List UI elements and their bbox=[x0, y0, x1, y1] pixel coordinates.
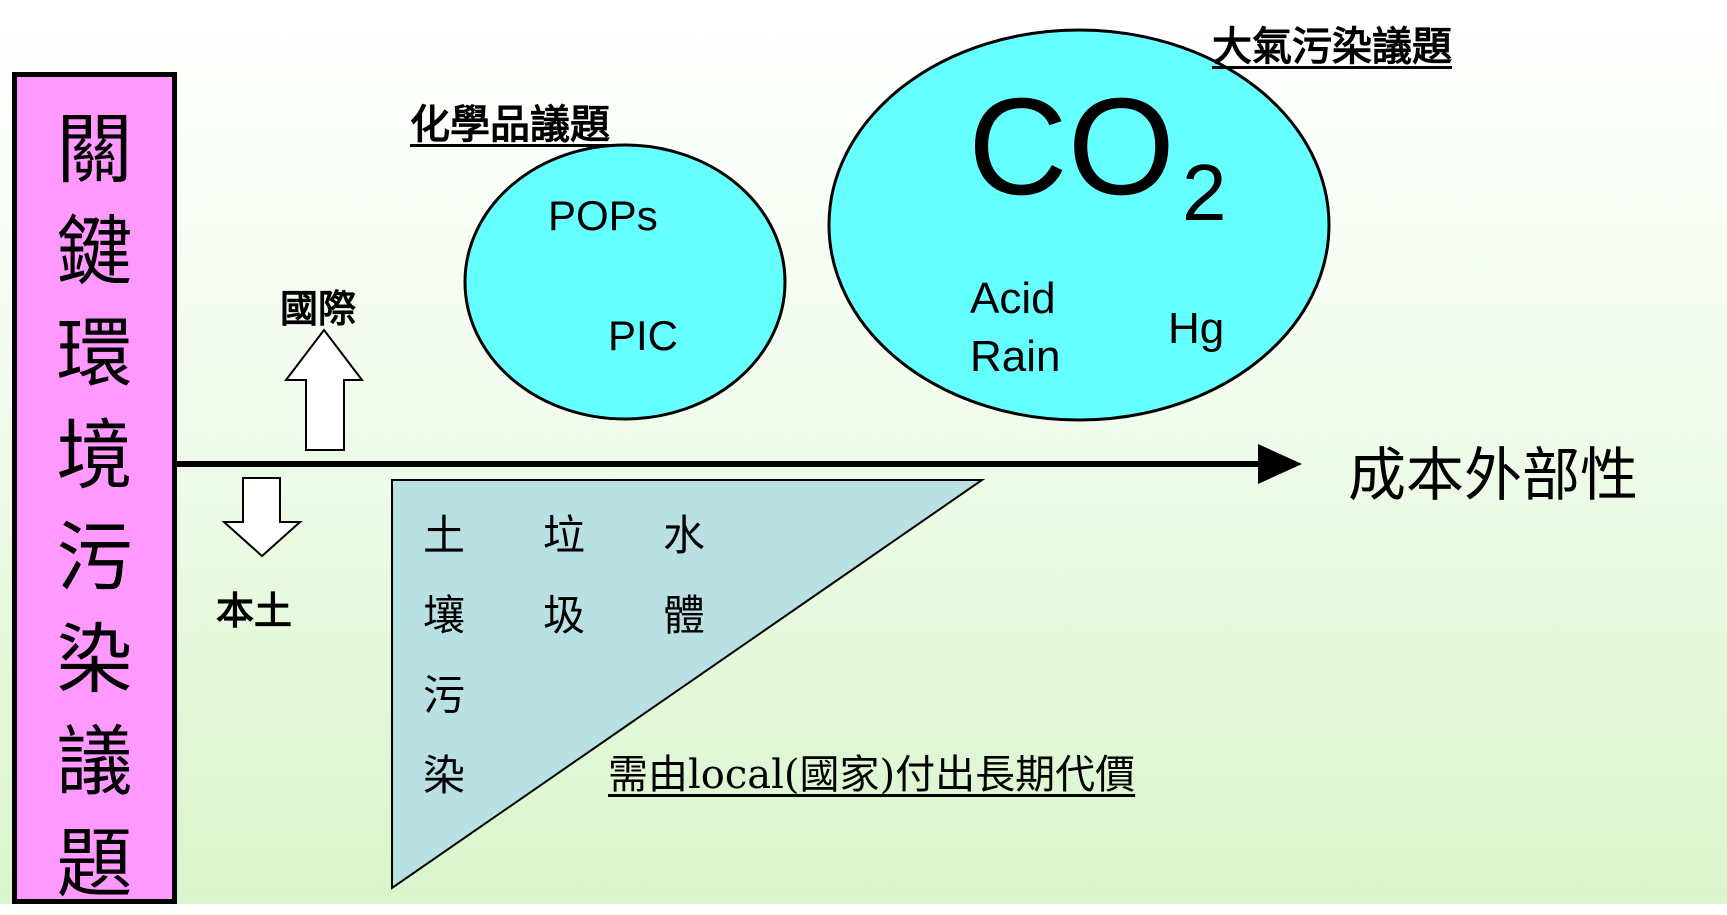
column-char: 水 bbox=[662, 511, 705, 560]
co2-main-label: CO bbox=[968, 70, 1175, 224]
title-char: 題 bbox=[56, 819, 133, 908]
international-label: 國際 bbox=[280, 286, 357, 331]
column-char: 體 bbox=[662, 591, 705, 640]
hg-label: Hg bbox=[1168, 304, 1225, 353]
cost-externality-axis-label: 成本外部性 bbox=[1348, 441, 1639, 509]
chemical-issues-heading: 化學品議題 bbox=[410, 101, 610, 148]
down-arrow-icon bbox=[221, 477, 303, 558]
atmospheric-issues-heading: 大氣污染議題 bbox=[1212, 23, 1452, 70]
atmospheric-issues-ellipse bbox=[827, 28, 1331, 422]
pic-label: PIC bbox=[608, 312, 679, 359]
local-cost-caption: 需由local(國家)付出長期代價 bbox=[608, 752, 1136, 798]
acid-rain-label-line2: Rain bbox=[970, 332, 1061, 381]
title-char: 境 bbox=[56, 411, 133, 500]
acid-rain-label-line1: Acid bbox=[970, 274, 1056, 323]
column-char: 圾 bbox=[542, 591, 585, 640]
title-char: 污 bbox=[56, 513, 133, 602]
title-char: 鍵 bbox=[56, 207, 133, 296]
pops-label: POPs bbox=[548, 192, 658, 239]
co2-subscript-label: 2 bbox=[1182, 148, 1227, 237]
local-issues-triangle bbox=[391, 479, 986, 890]
column-char: 染 bbox=[422, 751, 465, 800]
column-char: 污 bbox=[422, 671, 465, 720]
title-char: 染 bbox=[56, 615, 133, 704]
soil-pollution-column: 土 壤 污 染 bbox=[414, 496, 474, 816]
title-char: 環 bbox=[56, 309, 133, 398]
water-body-column: 水 體 bbox=[654, 496, 714, 656]
column-char: 壤 bbox=[422, 591, 465, 640]
axis-arrow-head-icon bbox=[1258, 444, 1302, 484]
up-arrow-icon bbox=[283, 328, 365, 451]
key-environmental-pollution-issues-box: 關 鍵 環 境 污 染 議 題 bbox=[12, 72, 177, 908]
column-char: 土 bbox=[422, 511, 465, 560]
domestic-label: 本土 bbox=[216, 588, 293, 633]
title-char: 議 bbox=[56, 717, 133, 806]
column-char: 垃 bbox=[542, 511, 585, 560]
garbage-column: 垃 圾 bbox=[534, 496, 594, 656]
chemical-issues-ellipse bbox=[463, 143, 787, 421]
title-char: 關 bbox=[56, 105, 133, 194]
